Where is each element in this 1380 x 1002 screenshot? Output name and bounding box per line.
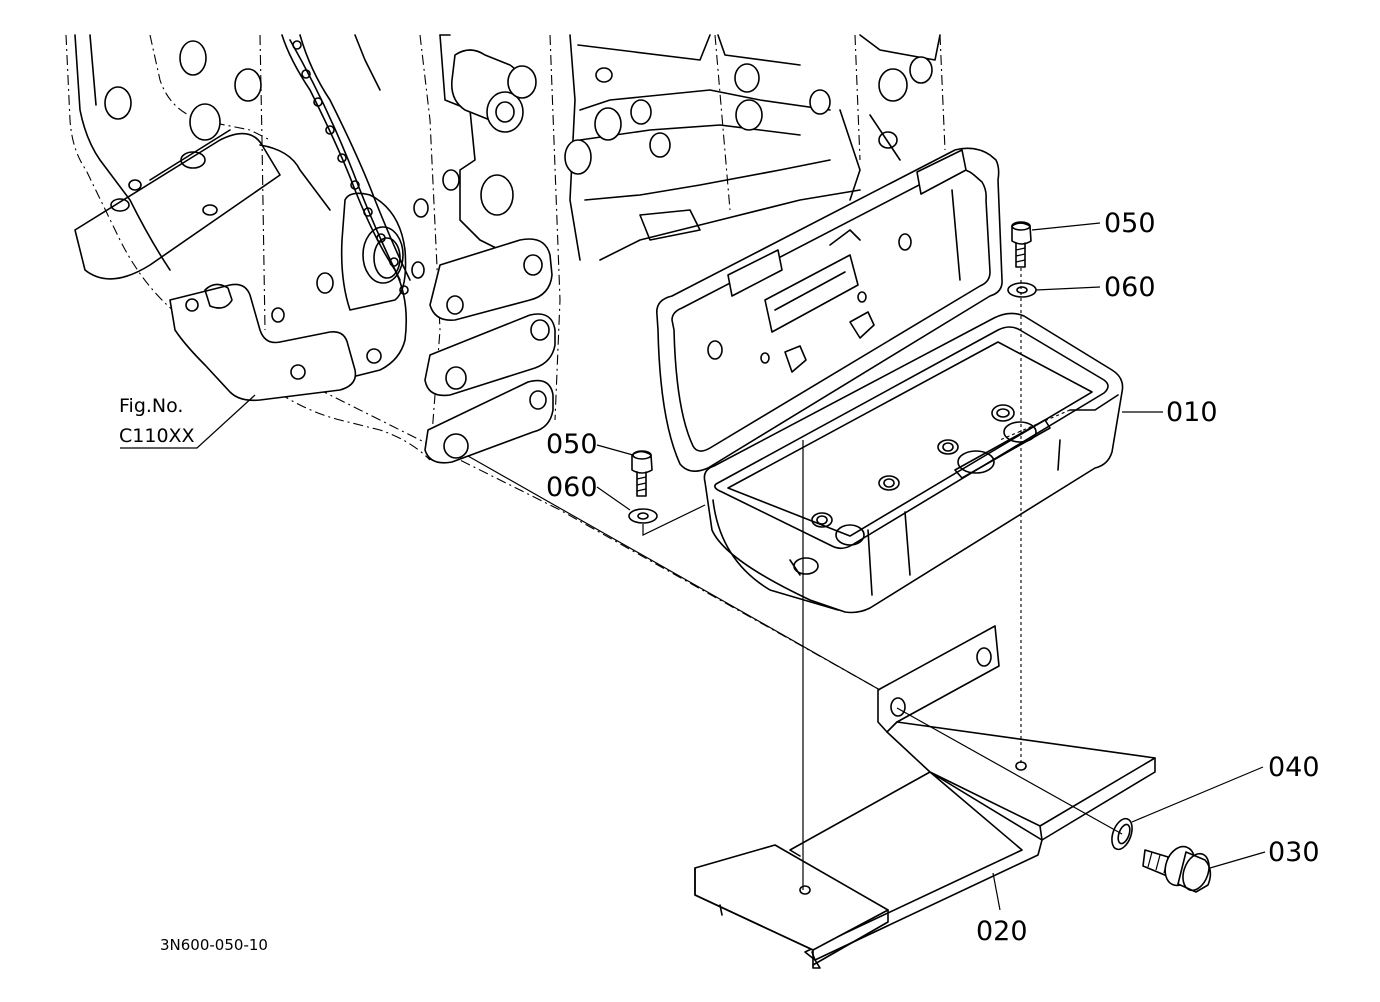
- assembly-lines: [467, 268, 1123, 890]
- bolt-050-lower: [631, 450, 653, 497]
- callout-010: 010: [1166, 397, 1218, 428]
- callout-050-lower: 050: [546, 429, 598, 460]
- tool-box: [655, 147, 1124, 614]
- engine-housing: [65, 34, 946, 691]
- washer-060-lower: [628, 508, 658, 524]
- callout-060-lower: 060: [546, 472, 598, 503]
- figure-ref-label: Fig.No.: [119, 395, 183, 417]
- figure-ref-number: C110XX: [119, 425, 195, 447]
- flange-bolt-030: [1142, 845, 1212, 893]
- callout-060-upper: 060: [1104, 272, 1156, 303]
- callout-020: 020: [976, 916, 1028, 947]
- bolt-050-upper: [1011, 221, 1032, 268]
- leader-lines: [120, 222, 1266, 911]
- bracket: [694, 625, 1156, 969]
- callout-030: 030: [1268, 837, 1320, 868]
- drawing-code: 3N600-050-10: [160, 936, 268, 954]
- callout-040: 040: [1268, 752, 1320, 783]
- callout-050-upper: 050: [1104, 208, 1156, 239]
- washer-060-upper: [1007, 282, 1037, 298]
- bolt-circle: [292, 40, 409, 295]
